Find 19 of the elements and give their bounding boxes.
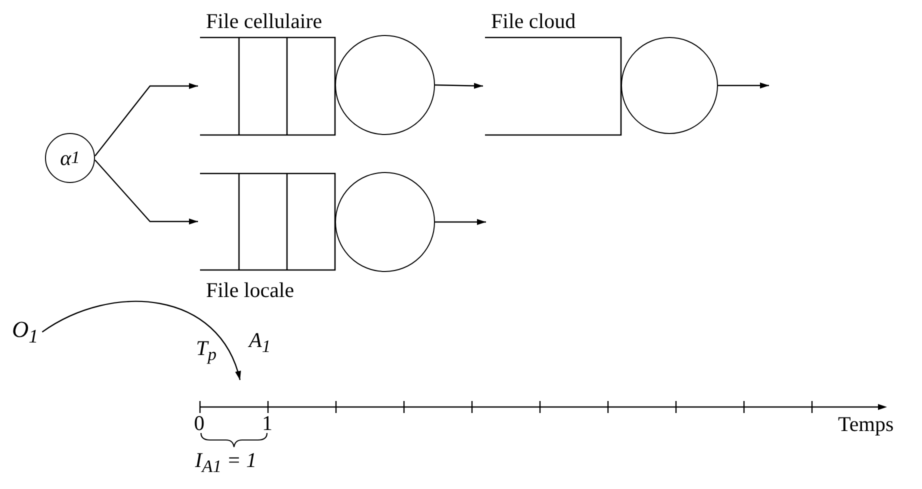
- axis-label: Temps: [838, 414, 894, 435]
- arrow: [94, 160, 198, 224]
- tick-label: 0: [194, 413, 204, 434]
- curved-arrow: [42, 300, 241, 380]
- tick-label: 1: [262, 413, 272, 434]
- queue-label: File cloud: [491, 11, 576, 32]
- interval-label: I$_{A1}$ = 1: [195, 450, 257, 476]
- time-label: A$_{1}$: [249, 330, 271, 356]
- operation-label: O$_{1}$: [12, 318, 38, 347]
- arrow: [434, 82, 484, 89]
- arrow: [718, 82, 769, 88]
- server-circle: [621, 37, 718, 134]
- arrow: [435, 219, 486, 225]
- arrow: [94, 83, 198, 156]
- server-circle: [335, 35, 435, 135]
- server-circle: [335, 172, 435, 272]
- queue-label: File cellulaire: [206, 11, 322, 32]
- time-label: T$_{p}$: [196, 338, 216, 364]
- queue-label: File locale: [206, 280, 294, 301]
